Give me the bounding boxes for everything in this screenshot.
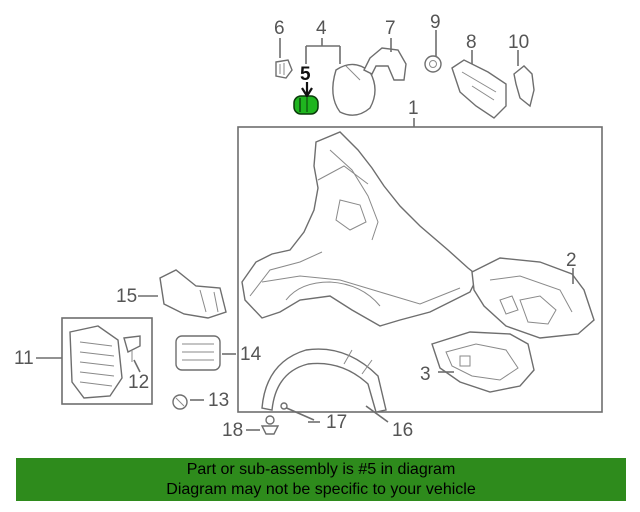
fuel-door-part	[332, 63, 376, 116]
vent-grille-part-14	[175, 335, 221, 371]
callout-18: 18	[222, 420, 243, 441]
clip-part-6	[275, 59, 293, 79]
clip-part-18	[260, 415, 280, 435]
callout-1: 1	[408, 98, 419, 119]
bracket-part-7	[363, 47, 407, 81]
callout-14: 14	[240, 344, 262, 365]
callout-5: 5	[300, 64, 311, 85]
quarter-panel-part	[241, 131, 479, 327]
callout-4: 4	[316, 18, 327, 39]
callout-15: 15	[116, 286, 137, 307]
bracket-part-15	[159, 269, 227, 319]
banner-line-disclaimer: Diagram may not be specific to your vehi…	[166, 481, 476, 498]
fuel-door-bumper-part	[293, 95, 319, 115]
callout-16: 16	[392, 420, 413, 441]
callout-8: 9	[430, 12, 441, 33]
callout-2: 2	[566, 250, 577, 271]
screw-part-13	[172, 394, 188, 410]
assembly-frame-1	[237, 126, 603, 413]
washer-part-9	[424, 55, 442, 73]
callout-13: 13	[208, 390, 229, 411]
callout-11: 11	[14, 348, 34, 369]
wheel-liner-part-16	[261, 348, 387, 413]
banner-line-part: Part or sub-assembly is #5 in diagram	[186, 461, 456, 478]
callout-3: 3	[420, 364, 431, 385]
callout-17: 17	[326, 412, 347, 433]
callout-10: 10	[508, 32, 529, 53]
vent-part-11	[69, 325, 123, 399]
part-notice-banner: Part or sub-assembly is #5 in diagram Di…	[16, 458, 626, 501]
callout-12: 12	[128, 372, 149, 393]
assembly-frame-11	[61, 317, 153, 405]
housing-part-8	[451, 59, 507, 119]
exploded-parts-diagram: 1 2 3 4 5 6 7 9 8 10 11 12 13 14 15 16 1…	[14, 12, 603, 441]
rear-panel-part	[471, 257, 595, 339]
callout-6: 6	[274, 18, 285, 39]
clip-part-12	[123, 335, 141, 362]
callout-labels: 1 2 3 4 5 6 7 9 8 10 11 12 13 14 15 16 1…	[14, 12, 577, 441]
actuator-part-10	[513, 65, 535, 108]
callout-9: 8	[466, 32, 477, 53]
pin-part-17	[280, 402, 315, 421]
wheelhouse-part	[431, 331, 535, 393]
callout-7: 7	[385, 18, 396, 39]
leader-lines	[36, 30, 574, 431]
